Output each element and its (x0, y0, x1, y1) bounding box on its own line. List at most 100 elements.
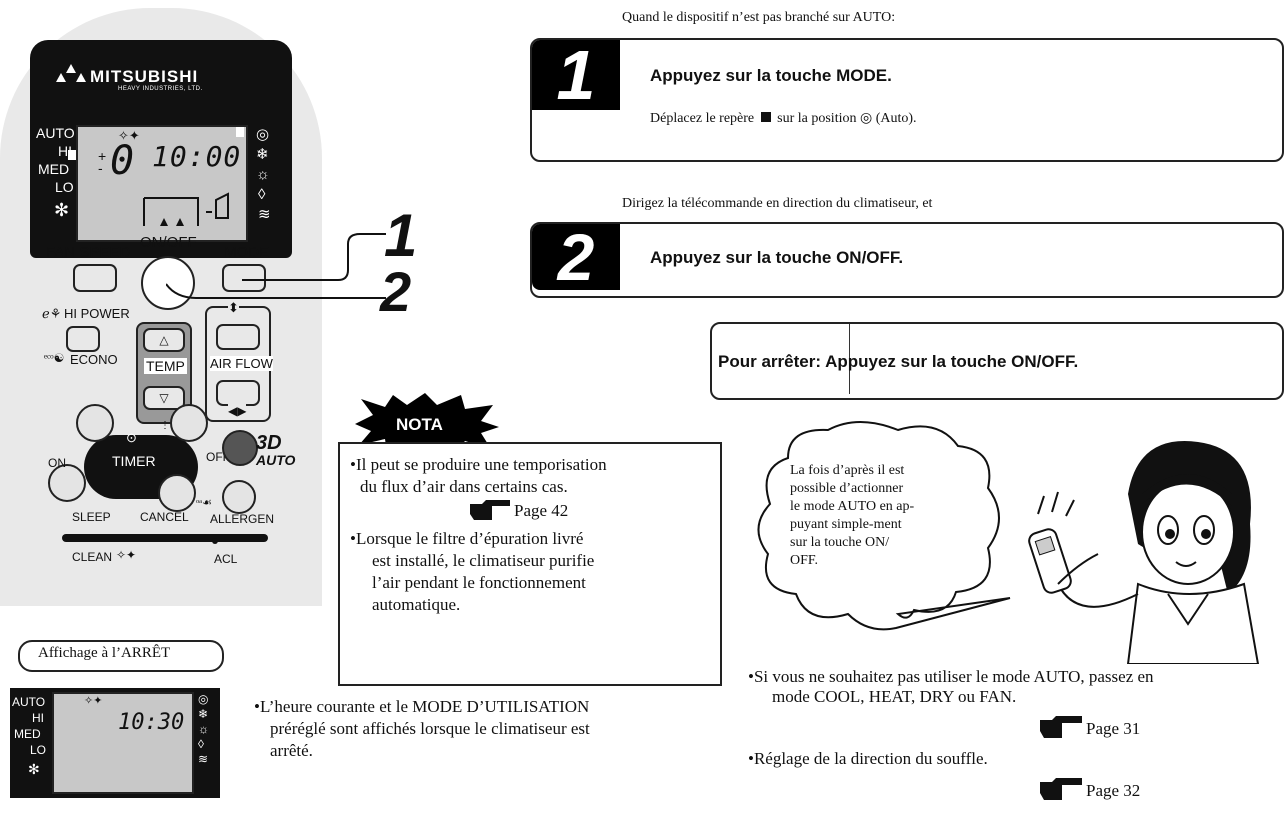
nota-item-2-line-2: est installé, le climatiseur purifie (372, 551, 595, 570)
off-display-label: Affichage à l’ARRÊT (38, 645, 171, 661)
econo-label: ECONO (70, 352, 118, 367)
step-1-number: 1 (532, 40, 620, 110)
timer-on-button[interactable] (76, 404, 114, 442)
bubble-line-2: possible d’actionner (790, 481, 904, 496)
off-level-hi: HI (32, 711, 44, 725)
vertical-flow-icon: ⬍ (228, 300, 239, 316)
clock-icon: ⊙ (126, 430, 137, 445)
brand-name: MITSUBISHI (90, 67, 199, 86)
mode-button[interactable] (222, 264, 266, 292)
bubble-line-3: le mode AUTO en ap- (790, 499, 915, 514)
callout-2: 2 (380, 260, 412, 323)
fan-speed-button[interactable] (73, 264, 117, 292)
heat-mode-icon: ☼ (256, 167, 270, 183)
speech-bubble-text: La fois d’après il est possible d’action… (790, 462, 960, 570)
step-1-desc-part-b: sur la position (777, 111, 857, 126)
hi-power-button[interactable] (66, 326, 100, 352)
page-ref-32[interactable]: Page 32 (1086, 781, 1141, 800)
step-2-number: 2 (532, 224, 620, 290)
brand-subtitle: HEAVY INDUSTRIES, LTD. (118, 86, 203, 92)
auto-mode-icon: ◎ (256, 127, 270, 143)
air-flow-label: AIR FLOW (210, 356, 273, 371)
off-display-lcd (52, 692, 194, 794)
step-1-desc-part-a: Déplacez le repère (650, 111, 755, 126)
fan-level-med: MED (38, 161, 70, 177)
cool-mode-icon: ❄ (256, 147, 269, 163)
allergen-icon: ᵒᵃ☙ (196, 497, 213, 509)
allergen-label: ALLERGEN (210, 512, 275, 526)
fan-mode-icon: ≋ (258, 207, 271, 223)
bubble-line-6: OFF. (790, 553, 819, 568)
nota-item-2-line-3: l’air pendant le fonctionnement (372, 573, 586, 592)
stop-instruction: Pour arrêter: Appuyez sur la touche ON/O… (718, 352, 1078, 372)
off-level-auto: AUTO (12, 695, 46, 709)
nota-page-ref[interactable]: Page 42 (514, 501, 569, 520)
auto-3d-label: 3D (256, 432, 282, 454)
mode-marker (236, 127, 244, 137)
off-sparkle-icon: ✧✦ (84, 695, 103, 707)
dry-mode-icon: ◊ (258, 187, 266, 203)
nota-item-2-line-1: •Lorsque le filtre d’épuration livré (350, 529, 584, 548)
allergen-button[interactable] (222, 480, 256, 514)
timer-label: TIMER (112, 453, 156, 469)
sleep-button[interactable] (48, 464, 86, 502)
lcd-value: 0 (110, 138, 135, 184)
off-desc-line-2: préréglé sont affichés lorsque le climat… (270, 719, 590, 738)
lcd-airflow-icon (143, 192, 229, 226)
cancel-label: CANCEL (140, 510, 189, 524)
auto-icon: ◎ (859, 111, 873, 126)
on-off-button[interactable] (141, 256, 195, 310)
mode-label: MODE (224, 244, 269, 261)
fan-level-auto: AUTO (36, 125, 75, 141)
bubble-line-5: sur la touche ON/ (790, 535, 890, 550)
marker-square-icon (760, 112, 771, 122)
acl-label: ACL (214, 552, 238, 566)
vertical-flow-button[interactable] (216, 324, 260, 350)
fan-speed-label: FAN SPEED (46, 244, 131, 261)
lcd-plus-minus: +- (98, 148, 107, 176)
off-desc-line-3: arrêté. (270, 741, 313, 760)
horizontal-flow-icon: ◀▶ (228, 404, 247, 419)
sleep-label: SLEEP (72, 510, 111, 524)
off-fan-icon: ✻ (28, 763, 40, 778)
nota-burst-icon (355, 393, 499, 455)
acl-dot[interactable] (212, 538, 218, 544)
step-2-title: Appuyez sur la touche ON/OFF. (650, 248, 904, 267)
step-1-description: Déplacez le repère sur la position ◎ (Au… (650, 110, 917, 127)
fan-level-lo: LO (55, 179, 74, 195)
callout-1: 1 (384, 202, 418, 269)
dotted-divider: ⋮ (160, 420, 170, 431)
stop-divider (849, 324, 850, 394)
hi-power-icon: ℯ⚘ (42, 306, 62, 321)
temp-up-button[interactable]: △ (143, 328, 185, 352)
auto-note-line-2: mode COOL, HEAT, DRY ou FAN. (772, 687, 1017, 706)
timer-off-button[interactable] (170, 404, 208, 442)
intro-text-2: Dirigez la télécommande en direction du … (622, 196, 933, 211)
step-1-title: Appuyez sur la touche MODE. (650, 66, 892, 85)
temp-down-button[interactable]: ▽ (143, 386, 185, 410)
auto-3d-sub-label: AUTO (256, 452, 296, 468)
step-1-box (530, 38, 1284, 162)
off-display-time: 10:30 (118, 710, 185, 735)
page-ref-31[interactable]: Page 31 (1086, 719, 1141, 738)
clean-acl-bar (62, 534, 268, 542)
fan-level-marker (68, 150, 76, 160)
hi-power-label: HI POWER (64, 306, 130, 321)
girl-with-remote-illustration (1028, 441, 1260, 664)
nota-item-1-line-2: du flux d’air dans certains cas. (360, 477, 568, 496)
cancel-button[interactable] (158, 474, 196, 512)
direction-note: •Réglage de la direction du souffle. (748, 749, 988, 768)
off-mode-icons: ◎❄☼◊≋ (198, 692, 209, 766)
bubble-line-4: puyant simple-ment (790, 517, 902, 532)
off-level-lo: LO (30, 743, 47, 757)
auto-3d-button[interactable] (222, 430, 258, 466)
nota-box (338, 442, 722, 686)
clean-icon: ✧✦ (116, 548, 137, 562)
speech-bubble (757, 421, 1011, 631)
step-1-desc-part-c: (Auto). (875, 111, 917, 126)
horizontal-flow-button[interactable] (216, 380, 260, 406)
clean-label: CLEAN (72, 550, 113, 564)
nota-label: NOTA (396, 415, 443, 434)
off-desc-line-1: •L’heure courante et le MODE D’UTILISATI… (254, 697, 590, 716)
lcd-time: 10:00 (152, 140, 242, 173)
